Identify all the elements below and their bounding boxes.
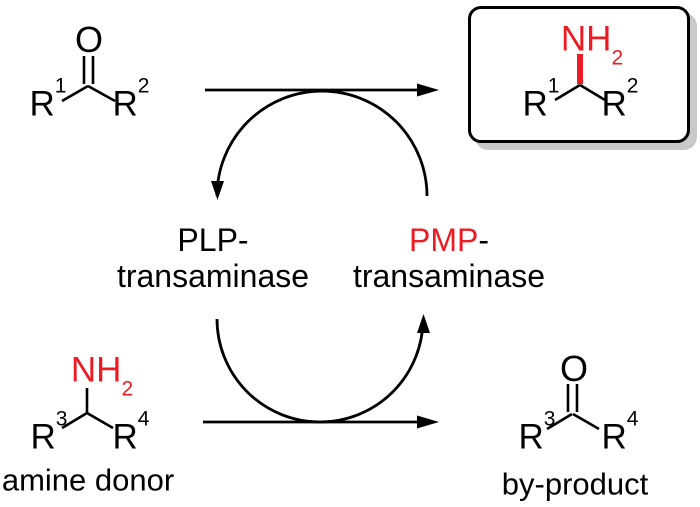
r-base: R: [522, 84, 548, 124]
r-base: R: [112, 84, 138, 124]
r-superscript: 3: [543, 407, 556, 431]
plp-line2: transaminase: [116, 258, 310, 294]
pmp-highlight: PMP: [409, 222, 479, 258]
product-nh2-label: NH2: [560, 19, 623, 69]
arc-shaft: [215, 89, 429, 197]
donor-nh2-label: NH2: [70, 350, 133, 400]
product-r1-label: R1: [522, 75, 560, 124]
product-r2-label: R2: [601, 75, 639, 124]
amine-base: NH: [70, 350, 122, 390]
arrow-head-up-icon: [417, 314, 430, 333]
c-r2-bond: [87, 84, 116, 103]
plp-transaminase-label: PLP- transaminase: [117, 222, 309, 294]
donor-r4-label: R4: [112, 408, 150, 457]
byproduct-r4-label: R4: [601, 408, 639, 457]
cycle-arc-upper: [211, 89, 429, 200]
amine-donor-bonds: [61, 388, 114, 430]
c-r2-bond: [579, 83, 606, 102]
cycle-arc-lower: [215, 314, 430, 424]
pmp-line1: PMP-: [353, 222, 545, 258]
r-superscript: 3: [55, 407, 68, 431]
r-base: R: [601, 417, 627, 457]
arrow-head-right-icon: [417, 415, 439, 429]
c-r1-bond: [554, 83, 581, 102]
product-amine-bonds: [554, 54, 606, 102]
r-base: R: [518, 417, 544, 457]
r-superscript: 2: [137, 74, 150, 98]
plp-line1: PLP-: [177, 222, 249, 258]
amine-subscript: 2: [611, 46, 624, 70]
byproduct-ketone-bonds: [546, 384, 600, 431]
r-base: R: [29, 84, 55, 124]
substrate-oxygen-label: O: [74, 19, 104, 60]
c-r1-bond: [61, 84, 89, 103]
byproduct-caption: by-product: [501, 466, 649, 502]
arrow-head-down-icon: [211, 181, 224, 200]
amine-donor-caption: amine donor: [1, 462, 175, 498]
amine-subscript: 2: [121, 377, 134, 401]
r-superscript: 1: [54, 74, 67, 98]
c-r4-bond: [86, 411, 114, 430]
arrow-head-right-icon: [417, 83, 439, 97]
substrate-ketone-bonds: [61, 56, 116, 103]
r-superscript: 4: [137, 407, 150, 431]
c-r3-bond: [61, 411, 88, 430]
donor-r3-label: R3: [30, 408, 68, 457]
substrate-r2-label: R2: [112, 75, 150, 124]
r-base: R: [112, 417, 138, 457]
r-base: R: [601, 84, 627, 124]
c-r4-bond: [572, 412, 600, 431]
top-reaction-arrow: [205, 83, 439, 97]
substrate-r1-label: R1: [29, 75, 67, 124]
c-r3-bond: [546, 412, 573, 431]
pmp-hyphen: -: [478, 222, 489, 258]
pmp-transaminase-label: PMP- transaminase: [353, 222, 545, 294]
r-superscript: 2: [626, 74, 639, 98]
arc-shaft: [215, 318, 425, 424]
r-superscript: 4: [626, 407, 639, 431]
r-superscript: 1: [547, 74, 560, 98]
amine-base: NH: [560, 19, 612, 59]
r-base: R: [30, 417, 56, 457]
byproduct-r3-label: R3: [518, 408, 556, 457]
byproduct-oxygen-label: O: [559, 348, 589, 389]
pmp-line2: transaminase: [352, 258, 546, 294]
